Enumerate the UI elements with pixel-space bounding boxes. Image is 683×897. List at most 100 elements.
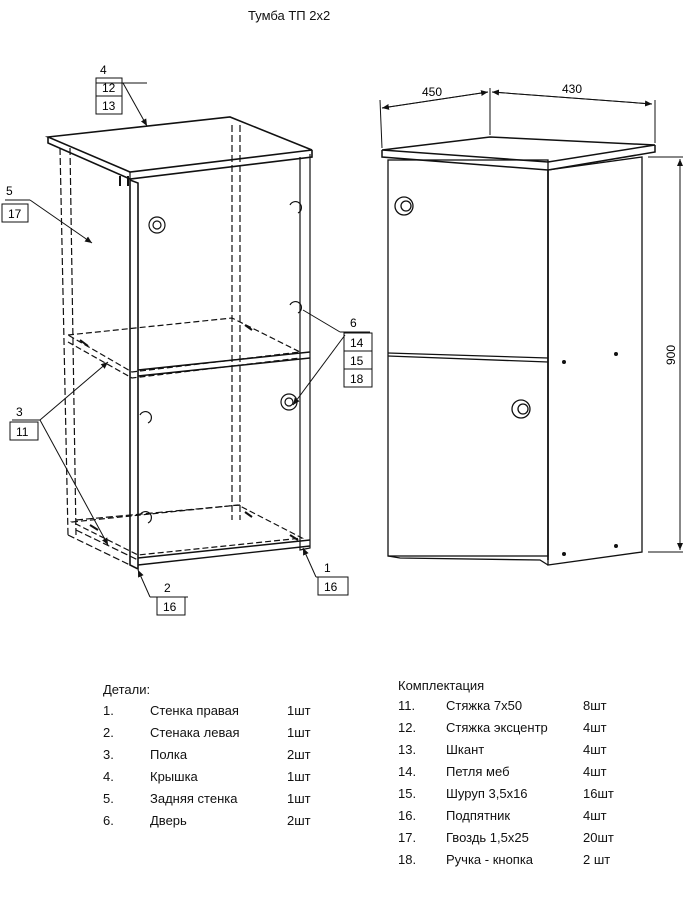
middle-shelf: [66, 317, 303, 379]
list-item: 3. Полка 2шт: [103, 743, 327, 765]
list-item: 2. Стенака левая 1шт: [103, 721, 327, 743]
list-item-qty: 1шт: [287, 702, 311, 718]
side-panel-left: [59, 147, 139, 566]
top-cover: [44, 116, 313, 180]
svg-text:13: 13: [102, 99, 116, 113]
list-item-num: 3.: [103, 746, 114, 762]
list-item: 1. Стенка правая 1шт: [103, 699, 327, 721]
door-knob-lower: [280, 393, 298, 411]
list-item-num: 2.: [103, 724, 114, 740]
list-item-name: Стяжка эксцентр: [446, 719, 548, 735]
list-item-num: 13.: [398, 741, 417, 757]
list-item-qty: 2шт: [287, 746, 311, 762]
list-item-name: Дверь: [150, 812, 187, 828]
list-item-qty: 8шт: [583, 697, 607, 713]
hinge-mark: [139, 411, 152, 424]
callout-bottom-left: 2 16: [156, 581, 186, 616]
svg-text:4: 4: [100, 63, 107, 77]
list-item-qty: 4шт: [583, 719, 607, 735]
hardware-heading: Комплектация: [398, 678, 485, 693]
callout-bottom-right: 1 16: [317, 561, 349, 596]
hinge-mark: [289, 201, 302, 214]
list-item-qty: 1шт: [287, 724, 311, 740]
list-item: 17. Гвоздь 1,5х25 20шт: [398, 826, 627, 848]
list-item: 11. Стяжка 7х50 8шт: [398, 694, 627, 716]
list-item-name: Стяжка 7х50: [446, 697, 523, 713]
list-item-num: 1.: [103, 702, 114, 718]
back-panel: [75, 125, 241, 521]
list-item-name: Стенака левая: [150, 724, 240, 740]
list-item-num: 17.: [398, 829, 417, 845]
list-item-num: 15.: [398, 785, 417, 801]
callout-shelf-left: 3 11: [9, 405, 39, 441]
svg-text:16: 16: [324, 580, 338, 594]
details-heading: Детали:: [103, 682, 151, 697]
assembled-front: [387, 159, 549, 557]
list-item-name: Полка: [150, 746, 188, 762]
svg-text:2: 2: [164, 581, 171, 595]
list-item-qty: 1шт: [287, 768, 311, 784]
list-item-name: Гвоздь 1,5х25: [446, 829, 529, 845]
list-item-num: 12.: [398, 719, 417, 735]
assembled-knob-lower: [511, 399, 531, 419]
list-item-qty: 20шт: [583, 829, 614, 845]
list-item-num: 4.: [103, 768, 114, 784]
list-item: 4. Крышка 1шт: [103, 765, 327, 787]
svg-text:11: 11: [16, 425, 29, 439]
list-item-name: Ручка - кнопка: [446, 851, 534, 867]
dimension-depth: 450: [422, 85, 442, 99]
list-item-num: 11.: [398, 697, 416, 713]
assembled-cabinet-view: [381, 136, 656, 566]
assembled-top: [381, 136, 656, 171]
list-item: 12. Стяжка эксцентр 4шт: [398, 716, 627, 738]
list-item-qty: 1шт: [287, 790, 311, 806]
svg-text:3: 3: [16, 405, 23, 419]
svg-text:6: 6: [350, 316, 357, 330]
bottom-shelf: [69, 504, 305, 556]
list-item-qty: 4шт: [583, 741, 607, 757]
details-table: 1. Стенка правая 1шт 2. Стенака левая 1шт 3. По…: [103, 699, 327, 831]
list-item-name: Стенка правая: [150, 702, 239, 718]
list-item-num: 14.: [398, 763, 417, 779]
list-item-num: 16.: [398, 807, 417, 823]
callout-top-cap: 4 12 13: [95, 63, 123, 115]
list-item-name: Задняя стенка: [150, 790, 238, 806]
svg-text:14: 14: [350, 336, 364, 350]
list-item-num: 18.: [398, 851, 417, 867]
svg-text:17: 17: [8, 207, 22, 221]
door-knob-upper: [148, 216, 166, 234]
dimension-lines: [379, 88, 683, 553]
list-item-qty: 16шт: [583, 785, 614, 801]
assembled-knob-upper: [394, 196, 414, 216]
svg-text:15: 15: [350, 354, 364, 368]
screw-dots: [562, 352, 618, 556]
svg-text:16: 16: [163, 600, 177, 614]
svg-text:12: 12: [102, 81, 116, 95]
svg-text:1: 1: [324, 561, 331, 575]
list-item-num: 5.: [103, 790, 114, 806]
list-item: 13. Шкант 4шт: [398, 738, 627, 760]
dimension-width: 430: [562, 82, 582, 96]
callout-back: 5 17: [1, 184, 29, 223]
list-item-qty: 4шт: [583, 763, 607, 779]
callout-door-right: 6 14 15 18: [343, 316, 373, 388]
hinge-mark: [289, 301, 302, 314]
exploded-cabinet-view: [44, 116, 313, 571]
list-item-name: Шкант: [446, 741, 485, 757]
assembly-drawing: 4 12 13 5 17 6 14 15 18 3 11 2 16 1 16: [1, 63, 683, 616]
list-item-name: Крышка: [150, 768, 198, 784]
svg-text:18: 18: [350, 372, 364, 386]
list-item: 5. Задняя стенка 1шт: [103, 787, 327, 809]
list-item-qty: 4шт: [583, 807, 607, 823]
svg-text:5: 5: [6, 184, 13, 198]
assembled-side: [547, 156, 643, 566]
list-item-name: Подпятник: [446, 807, 511, 823]
hinge-mark: [139, 511, 152, 524]
dimension-height: 900: [664, 345, 678, 365]
list-item-qty: 2шт: [287, 812, 311, 828]
